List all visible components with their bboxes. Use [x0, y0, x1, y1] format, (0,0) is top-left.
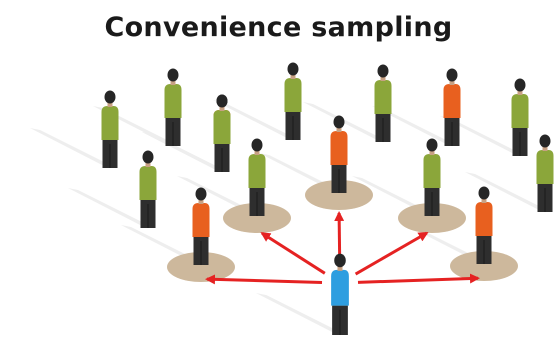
figure-neck	[517, 90, 523, 95]
figure-head	[426, 138, 438, 152]
person-figure	[164, 68, 182, 146]
figure-head	[333, 115, 345, 129]
figure-neck	[107, 102, 113, 107]
figure-torso	[511, 94, 529, 128]
person-figure	[443, 68, 461, 146]
selection-arrow	[260, 231, 326, 275]
figure-shadow	[465, 172, 551, 212]
person-figure	[511, 78, 529, 156]
selection-disc	[450, 251, 518, 281]
figure-torso	[284, 78, 302, 112]
figure-torso	[213, 110, 231, 144]
figure-torso	[192, 203, 210, 237]
person-figure	[139, 150, 157, 228]
figure-neck	[198, 199, 204, 204]
person-figure	[423, 138, 441, 216]
person-figure	[248, 138, 266, 216]
figure-torso	[536, 150, 554, 184]
figure-shadow	[30, 128, 116, 168]
figure-head	[539, 134, 551, 148]
figure-shadow	[440, 116, 526, 156]
figure-torso	[248, 154, 266, 188]
figure-neck	[542, 146, 548, 151]
selection-disc	[167, 252, 235, 282]
person-figure	[192, 187, 210, 265]
figure-torso	[423, 154, 441, 188]
figure-torso	[139, 166, 157, 200]
person-figure	[101, 90, 119, 168]
selection-arrow	[357, 273, 481, 284]
figure-torso	[101, 106, 119, 140]
person-figure	[213, 94, 231, 172]
diagram-title: Convenience sampling	[104, 12, 453, 43]
figure-torso	[330, 131, 348, 165]
person-figure	[284, 62, 302, 140]
figure-head	[251, 138, 263, 152]
figure-shadow	[372, 106, 458, 146]
figure-neck	[219, 106, 225, 111]
figure-shadow	[213, 100, 299, 140]
person-figure	[536, 134, 554, 212]
figure-head	[514, 78, 526, 92]
figure-neck	[290, 74, 296, 79]
selection-arrow	[354, 231, 429, 276]
figure-neck	[336, 127, 342, 132]
figure-shadow	[256, 293, 346, 335]
selection-discs-layer	[167, 180, 518, 282]
figure-neck	[254, 150, 260, 155]
figure-head	[287, 62, 299, 76]
people-layer	[101, 62, 554, 335]
selection-disc	[223, 203, 291, 233]
figure-head	[377, 64, 389, 78]
figure-head	[195, 187, 207, 201]
researcher-figure	[331, 253, 349, 335]
figure-head	[104, 90, 116, 104]
selection-disc	[305, 180, 373, 210]
figure-neck	[449, 80, 455, 85]
figure-head	[478, 186, 490, 200]
figure-head	[446, 68, 458, 82]
figure-shadow	[303, 102, 389, 142]
figure-torso	[374, 80, 392, 114]
figure-head	[167, 68, 179, 82]
selection-disc	[398, 203, 466, 233]
figure-head	[216, 94, 228, 108]
figure-torso	[443, 84, 461, 118]
figure-shadow	[142, 132, 228, 172]
figure-neck	[481, 198, 487, 203]
person-figure	[330, 115, 348, 193]
figure-neck	[170, 80, 176, 85]
figure-head	[334, 253, 346, 268]
figure-torso	[475, 202, 493, 236]
figure-neck	[337, 265, 343, 271]
arrows-layer	[204, 210, 481, 285]
selection-arrow	[204, 274, 323, 285]
person-figure	[374, 64, 392, 142]
person-figure	[475, 186, 493, 264]
figure-neck	[380, 76, 386, 81]
figure-torso	[164, 84, 182, 118]
figure-shadow	[68, 188, 154, 228]
figure-neck	[145, 162, 151, 167]
figure-torso	[331, 269, 349, 306]
figure-head	[142, 150, 154, 164]
figure-neck	[429, 150, 435, 155]
